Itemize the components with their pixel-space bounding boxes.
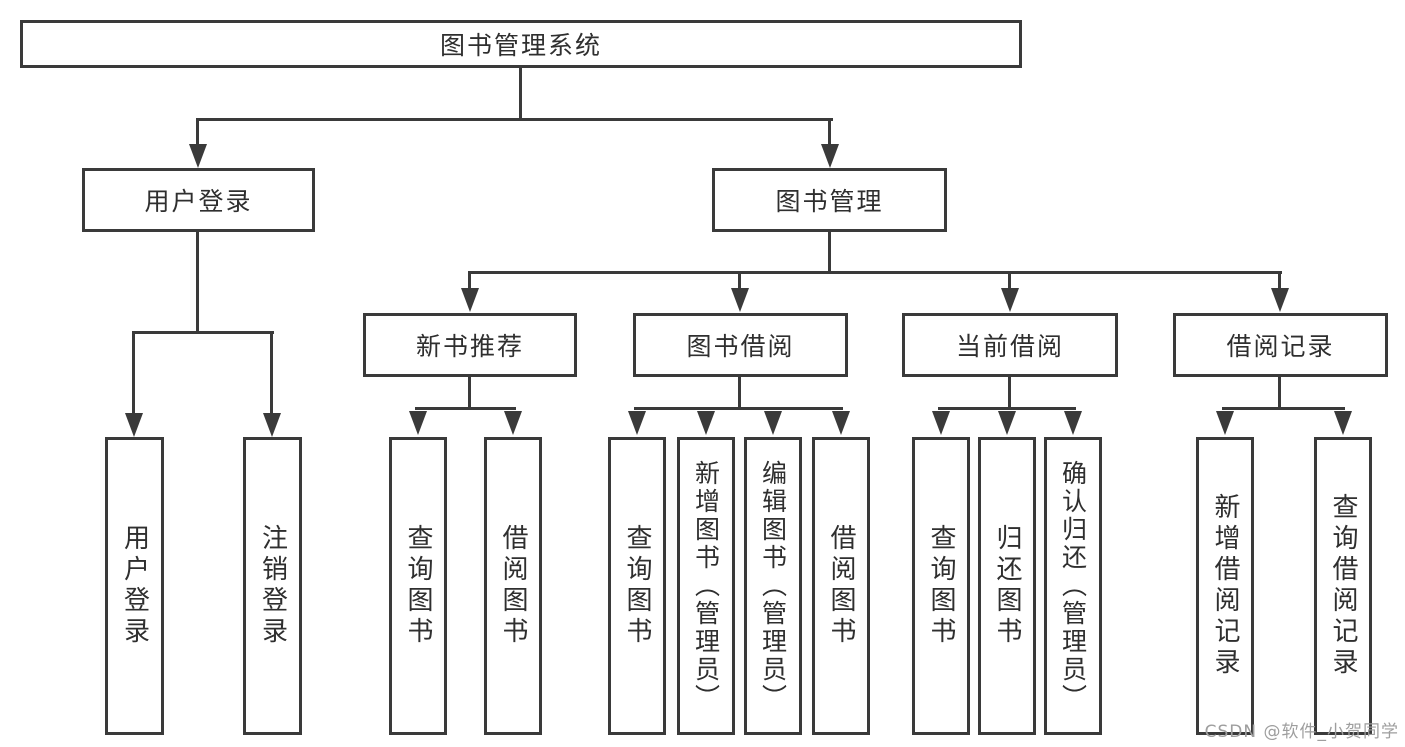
leaf-label: 查询图书 — [403, 524, 433, 648]
node-book-management: 图书管理 — [712, 168, 947, 232]
leaf-label: 新增借阅记录 — [1210, 493, 1240, 679]
connector-line — [196, 118, 833, 121]
leaf-label: 查询借阅记录 — [1328, 493, 1358, 679]
leaf-edit-books-admin: 编辑图书（管理员） — [744, 437, 802, 735]
connector-line — [270, 333, 273, 413]
leaf-return-books: 归还图书 — [978, 437, 1036, 735]
arrow-down-icon — [409, 411, 427, 435]
leaf-borrow-books-borrowing: 借阅图书 — [812, 437, 870, 735]
leaf-confirm-return-admin: 确认归还（管理员） — [1044, 437, 1102, 735]
connector-line — [938, 407, 1076, 410]
connector-line — [468, 273, 471, 290]
node-label: 图书管理 — [775, 187, 884, 216]
leaf-label: 查询图书 — [926, 524, 956, 648]
connector-line — [196, 120, 199, 147]
node-borrowing-records: 借阅记录 — [1173, 313, 1388, 377]
connector-line — [519, 68, 522, 120]
connector-line — [468, 271, 1282, 274]
node-user-login: 用户登录 — [82, 168, 315, 232]
connector-line — [738, 377, 741, 409]
arrow-down-icon — [461, 288, 479, 312]
arrow-down-icon — [821, 144, 839, 168]
connector-line — [132, 331, 274, 334]
arrow-down-icon — [628, 411, 646, 435]
leaf-label: 确认归还（管理员） — [1058, 460, 1088, 712]
node-library-management-system: 图书管理系统 — [20, 20, 1022, 68]
leaf-borrow-books-recommend: 借阅图书 — [484, 437, 542, 735]
csdn-watermark: CSDN @软件_小贺同学 — [1204, 722, 1399, 742]
connector-line — [1008, 273, 1011, 290]
arrow-down-icon — [832, 411, 850, 435]
node-label: 用户登录 — [144, 187, 253, 216]
node-current-borrowing: 当前借阅 — [902, 313, 1118, 377]
connector-line — [415, 407, 516, 410]
leaf-label: 归还图书 — [992, 524, 1022, 648]
connector-line — [634, 407, 843, 410]
connector-line — [828, 232, 831, 273]
node-label: 图书借阅 — [686, 332, 795, 361]
arrow-down-icon — [125, 413, 143, 437]
connector-line — [1008, 377, 1011, 409]
arrow-down-icon — [1064, 411, 1082, 435]
leaf-user-login: 用户登录 — [105, 437, 164, 735]
arrow-down-icon — [697, 411, 715, 435]
arrow-down-icon — [263, 413, 281, 437]
arrow-down-icon — [764, 411, 782, 435]
node-label: 当前借阅 — [955, 332, 1064, 361]
arrow-down-icon — [731, 288, 749, 312]
node-label: 图书管理系统 — [439, 31, 602, 60]
leaf-query-books-recommend: 查询图书 — [389, 437, 447, 735]
connector-line — [738, 273, 741, 290]
arrow-down-icon — [1271, 288, 1289, 312]
leaf-add-borrow-record: 新增借阅记录 — [1196, 437, 1254, 735]
node-new-book-recommendation: 新书推荐 — [363, 313, 577, 377]
connector-line — [1278, 377, 1281, 409]
leaf-logout-login: 注销登录 — [243, 437, 302, 735]
connector-line — [132, 333, 135, 413]
leaf-add-books-admin: 新增图书（管理员） — [677, 437, 735, 735]
arrow-down-icon — [1216, 411, 1234, 435]
connector-line — [196, 232, 199, 333]
node-label: 借阅记录 — [1226, 332, 1335, 361]
leaf-label: 用户登录 — [119, 524, 150, 648]
leaf-label: 查询图书 — [622, 524, 652, 648]
connector-line — [468, 377, 471, 409]
leaf-label: 借阅图书 — [826, 524, 856, 648]
leaf-query-books-current: 查询图书 — [912, 437, 970, 735]
leaf-query-books-borrowing: 查询图书 — [608, 437, 666, 735]
arrow-down-icon — [189, 144, 207, 168]
arrow-down-icon — [932, 411, 950, 435]
node-label: 新书推荐 — [415, 332, 524, 361]
leaf-label: 新增图书（管理员） — [691, 460, 721, 712]
leaf-label: 编辑图书（管理员） — [758, 460, 788, 712]
arrow-down-icon — [1001, 288, 1019, 312]
connector-line — [1222, 407, 1345, 410]
connector-line — [828, 120, 831, 147]
arrow-down-icon — [504, 411, 522, 435]
arrow-down-icon — [1334, 411, 1352, 435]
connector-line — [1278, 273, 1281, 290]
arrow-down-icon — [998, 411, 1016, 435]
leaf-label: 注销登录 — [257, 524, 288, 648]
leaf-query-borrow-record: 查询借阅记录 — [1314, 437, 1372, 735]
node-book-borrowing: 图书借阅 — [633, 313, 848, 377]
leaf-label: 借阅图书 — [498, 524, 528, 648]
